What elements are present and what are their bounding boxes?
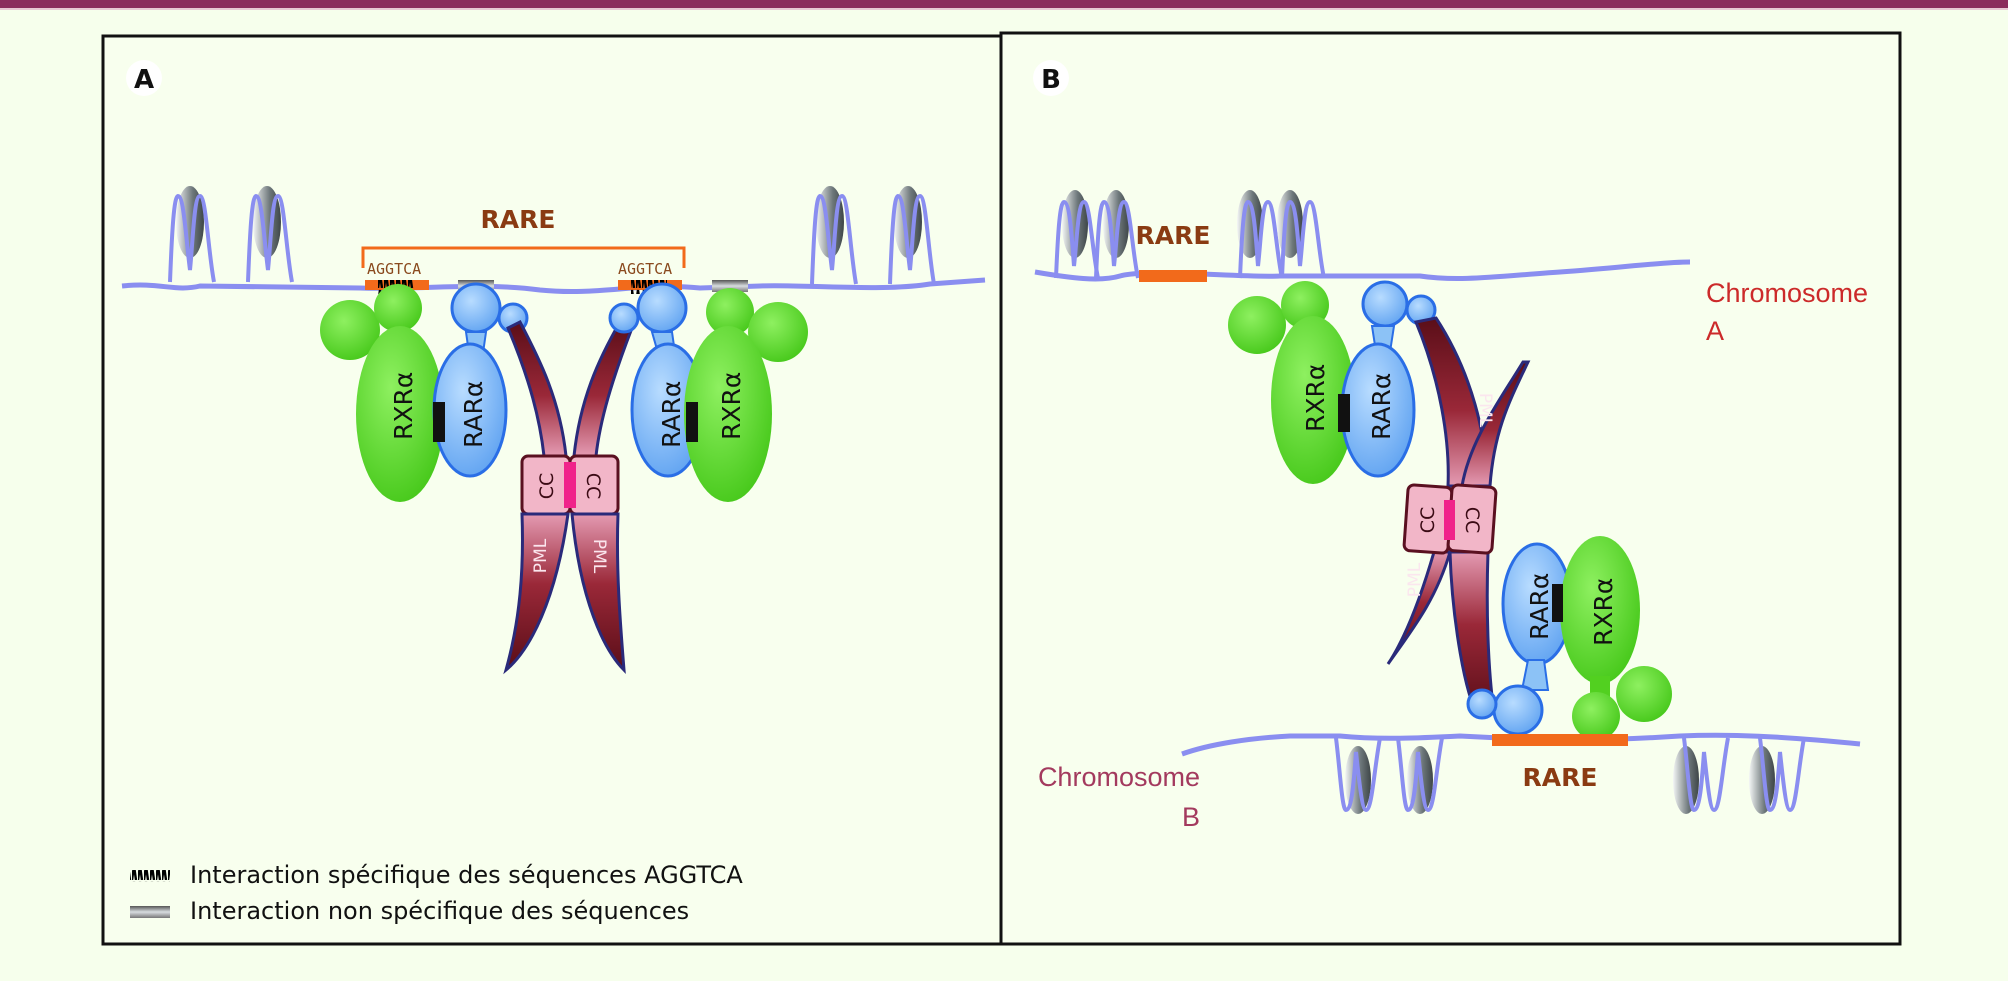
rar-protein-right-a: RARα — [608, 282, 706, 478]
rare-label-a: RARE — [481, 205, 556, 234]
pml-dimer-a: CC CC PML PML — [503, 320, 634, 675]
cc-label: CC — [1417, 507, 1439, 534]
rxr-label: RXRα — [389, 372, 418, 440]
rxr-protein-lower-b: RXRα — [1560, 536, 1672, 740]
rar-rxr-dimer-interface — [686, 402, 698, 442]
pml-label: PML — [589, 539, 609, 574]
cc-label: CC — [1461, 507, 1483, 534]
header-bar-shadow — [0, 8, 2008, 10]
rare-bracket-a — [361, 246, 686, 268]
nonspecific-interaction-icon — [130, 906, 170, 918]
pml-label: PML — [1405, 562, 1425, 597]
rxr-label: RXRα — [1301, 364, 1330, 432]
panel-b-diagram: RARE Chromosome A RXRα RARα — [1034, 190, 1868, 832]
rare-site-chromosome-b — [1492, 734, 1628, 746]
rar-label: RARα — [657, 381, 686, 448]
nucleosome-b1 — [1054, 190, 1100, 279]
header-bar — [0, 0, 2008, 8]
panel-a-diagram: RARE AGGTCA AGGTCA RXRα RARα — [121, 186, 986, 925]
panel-b-letter: B — [1041, 65, 1061, 95]
nucleosome-a4 — [888, 186, 936, 285]
rxr-protein-left-a: RXRα — [320, 284, 444, 502]
nucleosome-a3 — [810, 186, 858, 285]
rxr-label: RXRα — [1589, 578, 1618, 646]
nucleosome-a2 — [246, 186, 294, 283]
panel-a-letter-badge — [126, 60, 162, 96]
pml-label: PML — [1475, 393, 1495, 428]
nucleosome-b8 — [1749, 737, 1806, 814]
chromosome-a-label: Chromosome — [1706, 278, 1868, 308]
nucleosome-b7 — [1673, 737, 1730, 814]
nucleosome-b3 — [1237, 190, 1284, 279]
nucleosome-b4 — [1277, 190, 1326, 279]
rxr-label: RXRα — [717, 372, 746, 440]
rare-label-chromosome-a: RARE — [1136, 221, 1211, 250]
rar-protein-lower-b: RARα — [1466, 542, 1573, 736]
rxr-rar-dimer-interface — [1338, 394, 1350, 432]
nonspecific-interaction-mark — [712, 280, 748, 292]
rar-rxr-dimer-interface — [1552, 584, 1563, 622]
pml-label: PML — [531, 538, 551, 573]
pml-dimer-b: CC CC PML PML — [1386, 316, 1531, 716]
dna-strand-chromosome-a — [1034, 259, 1691, 282]
legend-item-nonspecific: Interaction non spécifique des séquences — [190, 897, 689, 925]
nucleosome-b2 — [1094, 190, 1140, 279]
specific-interaction-icon — [130, 870, 170, 882]
rar-label: RARα — [459, 381, 488, 448]
rar-label: RARα — [1525, 573, 1554, 640]
rare-label-chromosome-b: RARE — [1523, 763, 1598, 792]
rxr-rar-dimer-interface — [433, 402, 445, 442]
chromosome-b-label: Chromosome — [1038, 762, 1200, 792]
sequence-label-1: AGGTCA — [367, 260, 421, 278]
nucleosome-b5 — [1334, 737, 1382, 814]
panel-a-letter: A — [134, 65, 154, 95]
rar-protein-upper-b: RARα — [1340, 280, 1437, 478]
nucleosome-a1 — [168, 186, 216, 283]
chromosome-b-letter: B — [1182, 802, 1200, 832]
rar-label: RARα — [1367, 373, 1396, 440]
rxr-protein-right-a: RXRα — [684, 288, 808, 502]
nucleosome-b6 — [1396, 737, 1444, 814]
rxr-protein-upper-b: RXRα — [1228, 281, 1355, 484]
cc-label: CC — [582, 473, 604, 500]
cc-label: CC — [536, 473, 558, 500]
rare-site-chromosome-a — [1139, 270, 1207, 282]
legend: Interaction spécifique des séquences AGG… — [130, 861, 743, 925]
rar-protein-left-a: RARα — [432, 282, 529, 478]
sequence-label-2: AGGTCA — [618, 260, 672, 278]
legend-item-specific: Interaction spécifique des séquences AGG… — [190, 861, 743, 889]
panel-b-letter-badge — [1033, 60, 1069, 96]
dna-strand-a — [121, 277, 986, 294]
chromosome-a-letter: A — [1706, 316, 1724, 346]
